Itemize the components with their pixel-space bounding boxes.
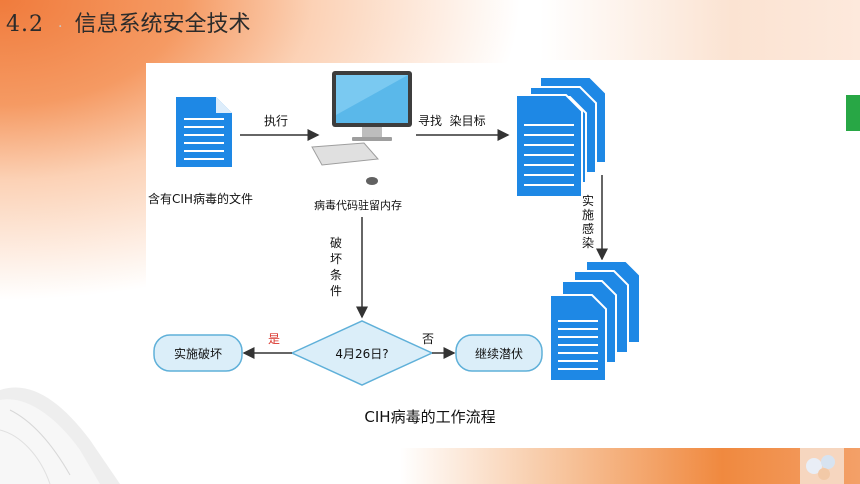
do-damage-node — [153, 334, 243, 372]
infect-char-4: 染 — [582, 235, 594, 250]
no-label: 否 — [422, 332, 434, 346]
decision-label: 4月26日? — [335, 347, 388, 361]
section-number: 4.2 — [6, 12, 44, 37]
damage-condition-char-4: 件 — [330, 284, 342, 298]
bottom-gradient-band — [400, 448, 860, 484]
keep-hiding-node — [455, 334, 543, 372]
search-targets-label: 寻找 染目标 — [418, 113, 486, 128]
cih-flow-diagram: 含有CIH病毒的文件 执行 病毒代码驻留内存 寻找 染目标 — [148, 71, 641, 386]
slide-title: 4.2 · 信息系统安全技术 — [6, 6, 250, 38]
keep-hiding-label: 继续潜伏 — [475, 347, 523, 361]
section-title: 信息系统安全技术 — [74, 12, 251, 37]
damage-condition-char-1: 破 — [330, 235, 342, 250]
infected-files-icon — [549, 260, 641, 382]
page-curl-decoration — [0, 387, 120, 484]
infect-char-2: 施 — [582, 208, 594, 222]
floral-decoration — [800, 448, 844, 484]
damage-condition-char-2: 坏 — [330, 252, 342, 266]
title-separator: · — [58, 19, 63, 35]
infect-char-1: 实 — [582, 193, 594, 208]
computer-icon — [311, 71, 412, 185]
damage-condition-char-3: 条 — [330, 268, 342, 282]
execute-label: 执行 — [264, 114, 288, 128]
cih-flow-figure: 含有CIH病毒的文件 执行 病毒代码驻留内存 寻找 染目标 — [146, 63, 716, 389]
file-with-cih-label: 含有CIH病毒的文件 — [148, 191, 253, 206]
side-tab-marker[interactable] — [846, 95, 860, 131]
virus-resident-label: 病毒代码驻留内存 — [314, 198, 402, 212]
figure-caption: CIH病毒的工作流程 — [364, 408, 496, 426]
infected-file-icon — [176, 97, 232, 167]
yes-label: 是 — [268, 332, 280, 346]
do-damage-label: 实施破坏 — [174, 346, 222, 361]
infect-char-3: 感 — [582, 221, 594, 236]
target-files-icon — [515, 76, 607, 198]
top-right-gradient — [540, 0, 860, 60]
